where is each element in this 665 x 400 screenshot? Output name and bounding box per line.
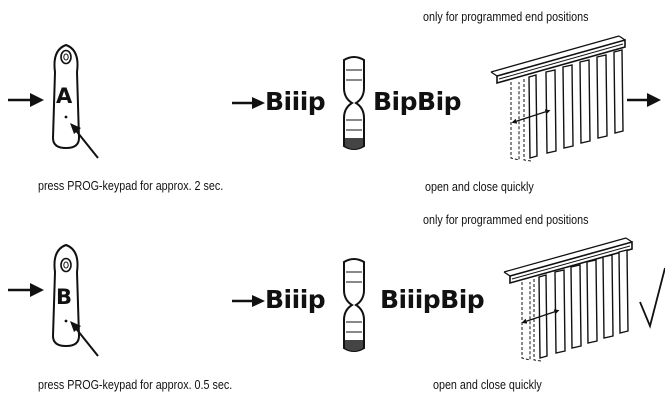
sound-biiip-text: Biiip: [265, 87, 326, 116]
sound-biiip-text: Biiip: [265, 285, 326, 314]
sound-biiip-bip-text: BiiipBip: [380, 285, 485, 314]
remote-label-a: A: [56, 84, 73, 108]
hourglass-icon: [343, 56, 365, 150]
blind-instruction: open and close quickly: [425, 180, 534, 194]
press-pointer-arrow-icon: [70, 123, 99, 159]
remote-control-icon: [51, 243, 81, 348]
hourglass-icon: [343, 258, 365, 352]
checkmark-icon: [639, 267, 665, 329]
end-positions-note: only for programmed end positions: [423, 10, 589, 24]
entry-arrow-icon: [8, 93, 44, 107]
remote-control-icon: [51, 43, 81, 150]
end-positions-note: only for programmed end positions: [423, 213, 589, 227]
press-pointer-arrow-icon: [70, 321, 99, 357]
blind-instruction: open and close quickly: [433, 378, 542, 392]
sound-bip-text: BipBip: [373, 87, 462, 116]
flow-arrow-icon: [232, 295, 265, 307]
remote-label-b: B: [56, 285, 73, 309]
flow-arrow-icon: [232, 97, 265, 109]
press-instruction: press PROG-keypad for approx. 2 sec.: [38, 179, 224, 193]
vertical-blind-icon: [503, 237, 633, 362]
press-instruction: press PROG-keypad for approx. 0.5 sec.: [38, 378, 233, 392]
exit-arrow-icon: [627, 93, 661, 107]
vertical-blind-icon: [490, 35, 626, 162]
entry-arrow-icon: [8, 283, 44, 297]
